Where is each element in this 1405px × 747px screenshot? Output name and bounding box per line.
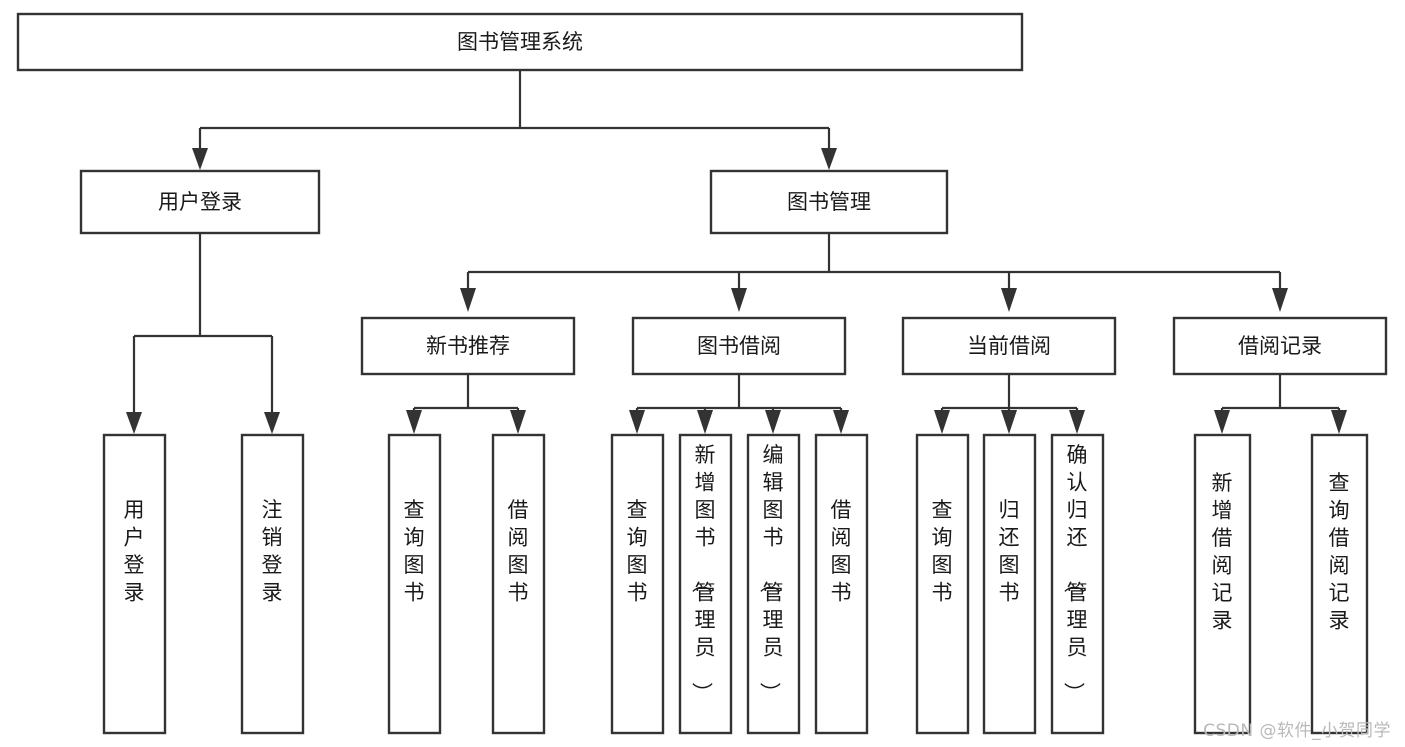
node-book-borrow[interactable]: 图书借阅 — [631, 316, 847, 376]
node-leaf-add-book-label: 新增图书（管理员） — [690, 443, 716, 703]
node-book-mgmt-box[interactable] — [709, 169, 949, 235]
node-leaf-edit-book-box[interactable] — [746, 433, 801, 735]
arrow-head-leaf-query-record — [1331, 410, 1347, 434]
node-leaf-edit-book-label: 编辑图书（管理员） — [758, 443, 784, 703]
node-leaf-return-book[interactable]: 归还图书 — [982, 433, 1037, 735]
node-leaf-borrow-book-1-box[interactable] — [491, 433, 546, 735]
node-current-borrow-box[interactable] — [901, 316, 1117, 376]
connector-group-book-mgmt — [460, 233, 1288, 312]
node-book-mgmt-label: 图书管理 — [787, 190, 871, 214]
node-leaf-user-login-box[interactable] — [102, 433, 167, 735]
node-leaf-query-record-box[interactable] — [1310, 433, 1369, 735]
connector-group-user-login — [126, 233, 280, 434]
node-leaf-borrow-book-1-label: 借阅图书 — [508, 498, 529, 605]
node-root-label: 图书管理系统 — [457, 30, 583, 54]
node-borrow-record[interactable]: 借阅记录 — [1172, 316, 1388, 376]
arrow-head-leaf-edit-book — [765, 410, 781, 434]
arrow-head-leaf-query-book-3 — [934, 410, 950, 434]
node-leaf-logout[interactable]: 注销登录 — [240, 433, 305, 735]
node-leaf-query-book-2[interactable]: 查询图书 — [610, 433, 665, 735]
node-current-borrow-label: 当前借阅 — [967, 334, 1051, 358]
node-leaf-edit-book[interactable]: 编辑图书（管理员） — [746, 433, 801, 735]
node-leaf-query-book-1-box[interactable] — [387, 433, 442, 735]
node-leaf-logout-label: 注销登录 — [262, 498, 283, 605]
arrow-head-leaf-confirm-return — [1069, 410, 1085, 434]
node-leaf-borrow-book-2-box[interactable] — [814, 433, 869, 735]
node-new-book-rec[interactable]: 新书推荐 — [360, 316, 576, 376]
arrow-head-leaf-query-book-1 — [406, 410, 422, 434]
node-leaf-borrow-book-1[interactable]: 借阅图书 — [491, 433, 546, 735]
node-leaf-user-login-label: 用户登录 — [124, 498, 145, 605]
node-leaf-query-book-1-label: 查询图书 — [404, 498, 425, 605]
node-leaf-confirm-return-box[interactable] — [1050, 433, 1105, 735]
connector-group-root — [192, 70, 837, 170]
node-leaf-confirm-return[interactable]: 确认归还（管理员） — [1050, 433, 1105, 735]
node-leaf-add-record-box[interactable] — [1193, 433, 1252, 735]
arrow-head-book-mgmt — [821, 148, 837, 170]
node-leaf-borrow-book-2-label: 借阅图书 — [831, 498, 852, 605]
arrow-head-current-borrow — [1001, 288, 1017, 312]
connector-group-borrow-record — [1214, 374, 1347, 434]
node-user-login-box[interactable] — [79, 169, 321, 235]
csdn-watermark: CSDN @软件_小贺同学 — [1203, 721, 1391, 741]
node-leaf-add-book[interactable]: 新增图书（管理员） — [678, 433, 733, 735]
arrow-head-borrow-record — [1272, 288, 1288, 312]
node-leaf-add-record[interactable]: 新增借阅记录 — [1193, 433, 1252, 735]
node-leaf-query-book-3[interactable]: 查询图书 — [915, 433, 970, 735]
node-borrow-record-label: 借阅记录 — [1238, 334, 1322, 358]
connector-group-book-borrow — [629, 374, 849, 434]
node-leaf-query-book-2-box[interactable] — [610, 433, 665, 735]
node-new-book-rec-label: 新书推荐 — [426, 334, 510, 358]
node-current-borrow[interactable]: 当前借阅 — [901, 316, 1117, 376]
arrow-head-leaf-logout — [264, 412, 280, 434]
node-leaf-add-record-label: 新增借阅记录 — [1212, 471, 1233, 633]
node-leaf-return-book-box[interactable] — [982, 433, 1037, 735]
node-leaf-query-book-2-label: 查询图书 — [627, 498, 648, 605]
node-borrow-record-box[interactable] — [1172, 316, 1388, 376]
arrow-head-leaf-return-book — [1001, 410, 1017, 434]
arrow-head-leaf-borrow-book-2 — [833, 410, 849, 434]
connector-group-new-book-rec — [406, 374, 526, 434]
node-book-borrow-box[interactable] — [631, 316, 847, 376]
node-leaf-query-book-3-label: 查询图书 — [932, 498, 953, 605]
arrow-head-leaf-query-book-2 — [629, 410, 645, 434]
node-leaf-query-book-3-box[interactable] — [915, 433, 970, 735]
node-root[interactable]: 图书管理系统 — [16, 12, 1024, 72]
node-leaf-query-record-label: 查询借阅记录 — [1329, 471, 1350, 633]
node-leaf-confirm-return-label: 确认归还（管理员） — [1062, 443, 1088, 703]
node-new-book-rec-box[interactable] — [360, 316, 576, 376]
node-leaf-return-book-label: 归还图书 — [999, 498, 1020, 605]
arrow-head-new-book-rec — [460, 288, 476, 312]
node-leaf-user-login[interactable]: 用户登录 — [102, 433, 167, 735]
node-leaf-borrow-book-2[interactable]: 借阅图书 — [814, 433, 869, 735]
arrow-head-leaf-user-login — [126, 412, 142, 434]
node-book-borrow-label: 图书借阅 — [697, 334, 781, 358]
node-leaf-logout-box[interactable] — [240, 433, 305, 735]
node-user-login-label: 用户登录 — [158, 190, 242, 214]
node-root-box[interactable] — [16, 12, 1024, 72]
arrow-head-leaf-add-record — [1214, 410, 1230, 434]
node-book-mgmt[interactable]: 图书管理 — [709, 169, 949, 235]
arrow-head-leaf-borrow-book-1 — [510, 410, 526, 434]
node-leaf-add-book-box[interactable] — [678, 433, 733, 735]
arrow-head-user-login — [192, 148, 208, 170]
arrow-head-leaf-add-book — [697, 410, 713, 434]
node-leaf-query-book-1[interactable]: 查询图书 — [387, 433, 442, 735]
node-leaf-query-record[interactable]: 查询借阅记录 — [1310, 433, 1369, 735]
connector-group-current-borrow — [934, 374, 1085, 434]
node-user-login[interactable]: 用户登录 — [79, 169, 321, 235]
arrow-head-book-borrow — [731, 288, 747, 312]
